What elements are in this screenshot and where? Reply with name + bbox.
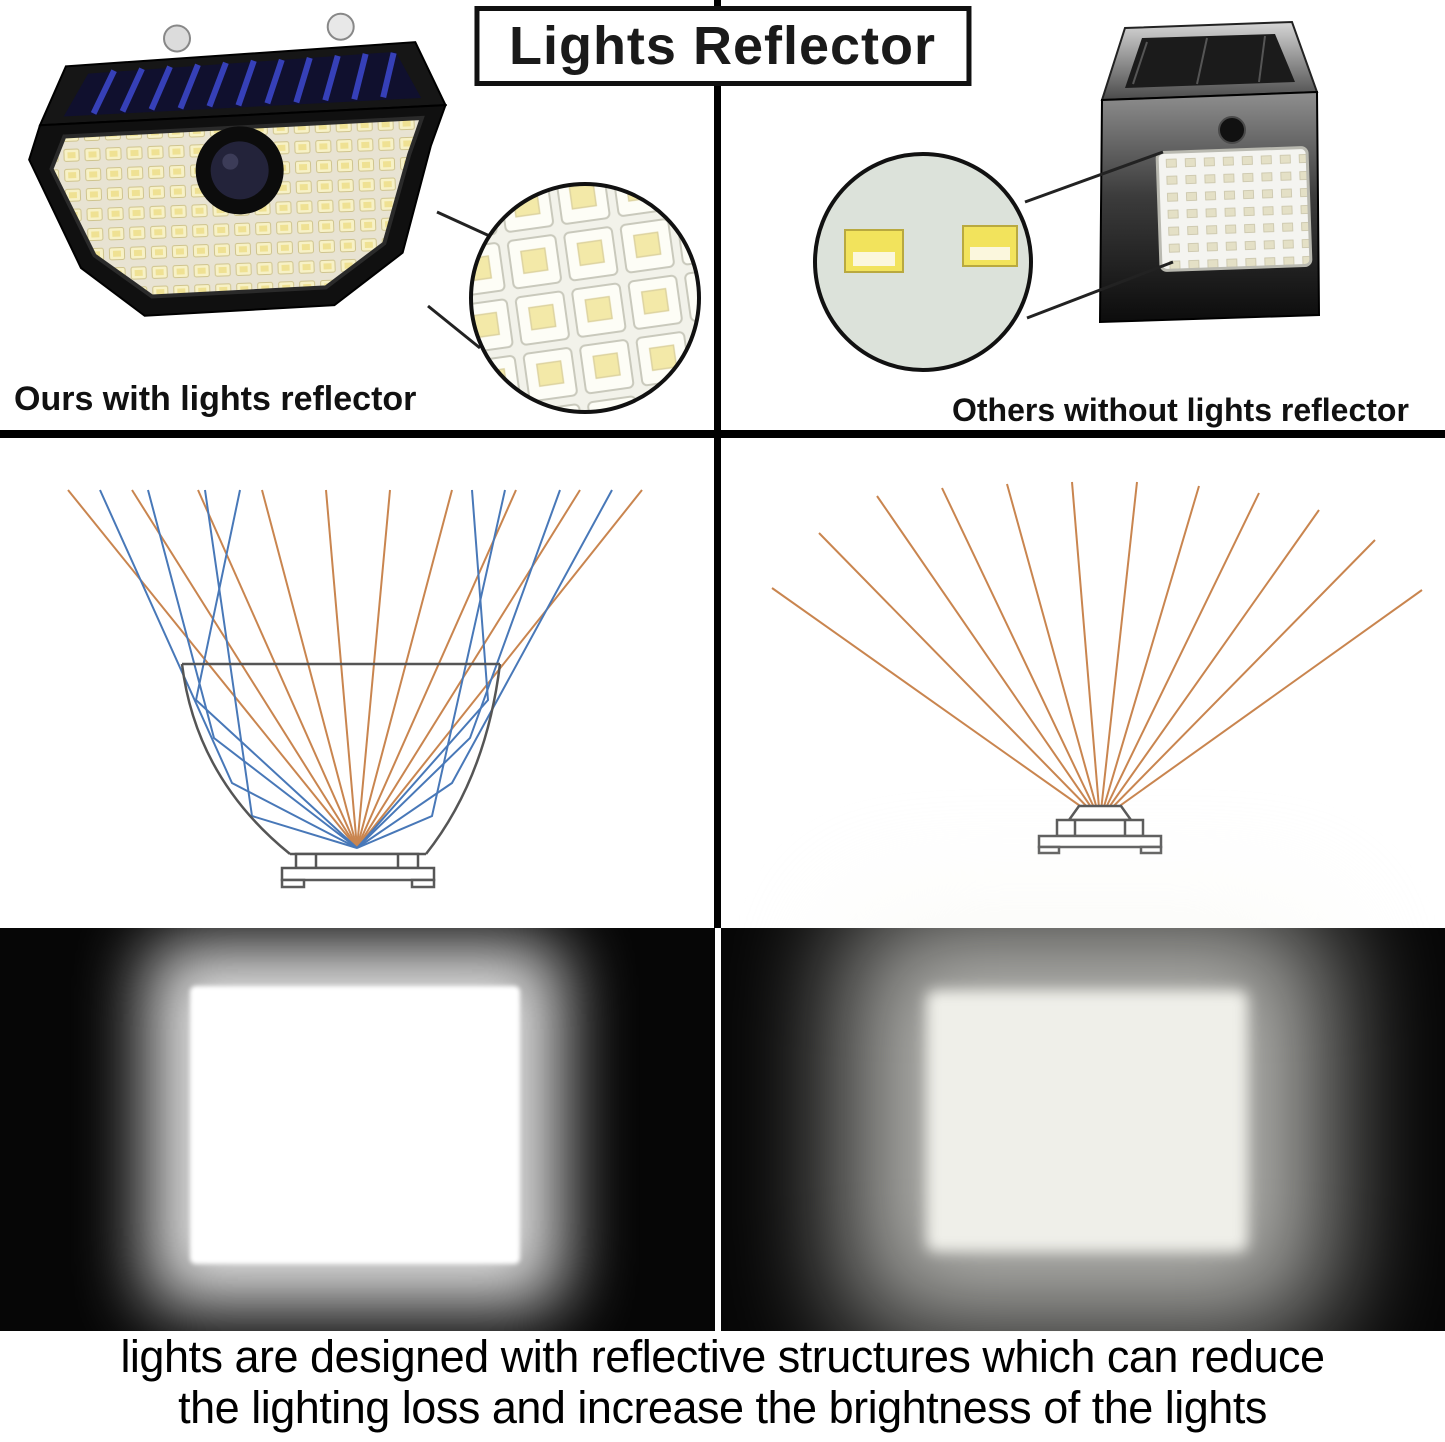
led-chip-outline (1037, 804, 1163, 855)
reflector-magnifier (469, 182, 701, 414)
our-light-illustration (28, 12, 448, 317)
flat-led-panel (1155, 146, 1313, 272)
bare-led-magnifier (813, 152, 1033, 372)
brightness-panel-others (721, 928, 1445, 1331)
right-caption: Others without lights reflector (952, 392, 1409, 428)
blue-reflected-rays (99, 489, 613, 849)
brightness-panel-ours (0, 928, 715, 1331)
title-box: Lights Reflector (473, 6, 972, 86)
other-light-illustration (1098, 20, 1321, 324)
ray-diagram-without-reflector (771, 481, 1423, 855)
ray-diagram-with-reflector (67, 489, 643, 889)
footer-line-1: lights are designed with reflective stru… (120, 1331, 1325, 1382)
left-caption: Ours with lights reflector (14, 380, 417, 418)
screw-icon (326, 12, 355, 41)
footer-line-2: the lighting loss and increase the brigh… (178, 1381, 1267, 1433)
orange-rays (771, 481, 1423, 821)
footer-description: lights are designed with reflective stru… (0, 1331, 1445, 1442)
solar-panel (1125, 34, 1295, 88)
other-light-panel (813, 20, 1321, 372)
page-title: Lights Reflector (508, 16, 937, 76)
vertical-divider (714, 0, 721, 928)
our-light-panel (28, 12, 701, 414)
screw-icon (163, 24, 192, 53)
horizontal-divider (0, 430, 1445, 438)
bright-light-square (190, 986, 520, 1264)
reflector-bowl-outline (180, 662, 502, 889)
motion-sensor-icon (1218, 116, 1246, 144)
dim-light-square (926, 990, 1248, 1252)
orange-rays (67, 489, 643, 849)
